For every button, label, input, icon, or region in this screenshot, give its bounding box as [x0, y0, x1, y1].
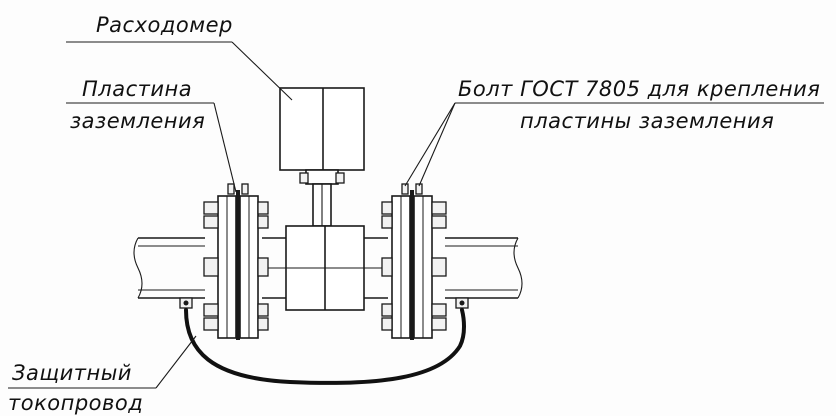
label-protective-conductor-line1: Защитный	[12, 361, 132, 385]
plate-bolt-right-2	[415, 183, 423, 195]
protective-conductor	[184, 308, 466, 385]
grounding-lug-left	[179, 297, 193, 309]
label-flowmeter: Расходомер	[96, 13, 233, 37]
left-flange-assembly	[203, 183, 269, 340]
plate-bolt-left-2	[241, 183, 249, 195]
label-grounding-plate-line1: Пластина	[82, 77, 192, 101]
label-bolt-line2: пластины заземления	[520, 109, 774, 133]
label-grounding-plate-line2: заземления	[70, 109, 205, 133]
plate-bolt-left-1	[227, 183, 235, 195]
left-flange-bolts	[203, 201, 269, 331]
grounding-lug-right	[455, 297, 469, 309]
right-flange-bolts	[381, 201, 447, 331]
label-bolt-line1: Болт ГОСТ 7805 для крепления	[458, 77, 820, 101]
label-protective-conductor-line2: токопровод	[8, 391, 143, 415]
grounding-plate-left	[236, 190, 240, 340]
plate-bolt-right-1	[401, 183, 409, 195]
right-flange-assembly	[381, 183, 447, 340]
pipe	[133, 237, 523, 299]
flowmeter-housing	[279, 87, 365, 311]
leader-lines	[8, 41, 824, 389]
grounding-plate-right	[410, 190, 414, 340]
